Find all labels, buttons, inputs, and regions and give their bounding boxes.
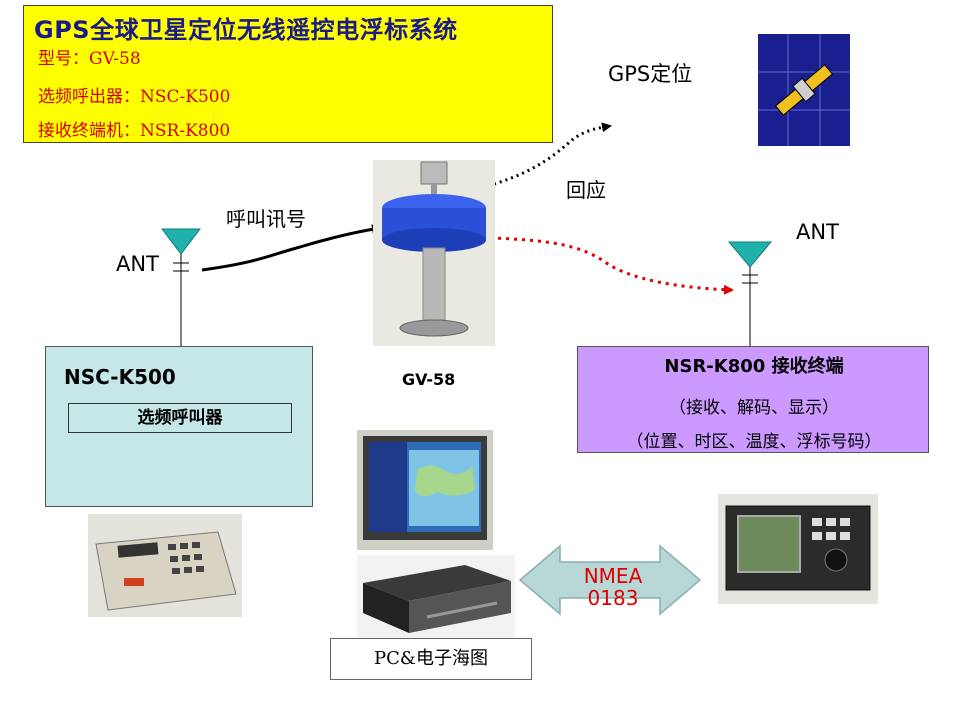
monitor-image (357, 430, 493, 550)
nmea-line1: NMEA (583, 564, 643, 588)
nsr-device-image (718, 494, 878, 604)
nmea-line2: 0183 (587, 586, 639, 610)
model-line: 型号：GV-58 (38, 49, 141, 69)
nsc-device-image (88, 514, 242, 617)
caller-line: 选频呼出器：NSC-K500 (38, 87, 231, 107)
nmea-arrow (518, 544, 702, 616)
reply-arrow (484, 122, 612, 192)
receiver-line: 接收终端机：NSR-K800 (38, 121, 231, 141)
pc-image (357, 555, 515, 638)
system-title: GPS全球卫星定位无线遥控电浮标系统 (34, 16, 458, 44)
selective-caller-label: 选频呼叫器 (68, 403, 292, 433)
nmea-label: NMEA 0183 (568, 565, 658, 609)
antenna-right-label: ANT (796, 220, 839, 244)
nsr-k800-box: NSR-K800 接收终端 （接收、解码、显示） （位置、时区、温度、浮标号码） (577, 346, 929, 453)
antenna-right-icon (727, 241, 773, 346)
reply-label: 回应 (566, 178, 606, 202)
antenna-left-icon (160, 228, 202, 346)
satellite-image (758, 34, 850, 146)
buoy-image (373, 160, 495, 346)
buoy-model-label: GV-58 (402, 370, 456, 389)
nsr-functions: （接收、解码、显示） (669, 398, 839, 418)
nsr-title: NSR-K800 接收终端 (664, 356, 844, 377)
gps-positioning-label: GPS定位 (608, 62, 693, 86)
title-box: GPS全球卫星定位无线遥控电浮标系统 型号：GV-58 选频呼出器：NSC-K5… (23, 5, 553, 143)
call-signal-arrow (201, 224, 382, 272)
call-signal-label: 呼叫讯号 (226, 207, 306, 231)
nsr-data-fields: （位置、时区、温度、浮标号码） (626, 432, 882, 452)
pc-chart-label: PC&电子海图 (330, 638, 532, 680)
nsc-k500-box: NSC-K500 选频呼叫器 (45, 346, 313, 507)
nsc-title: NSC-K500 (64, 365, 176, 389)
data-signal-arrow (489, 236, 734, 295)
antenna-left-label: ANT (116, 252, 159, 276)
